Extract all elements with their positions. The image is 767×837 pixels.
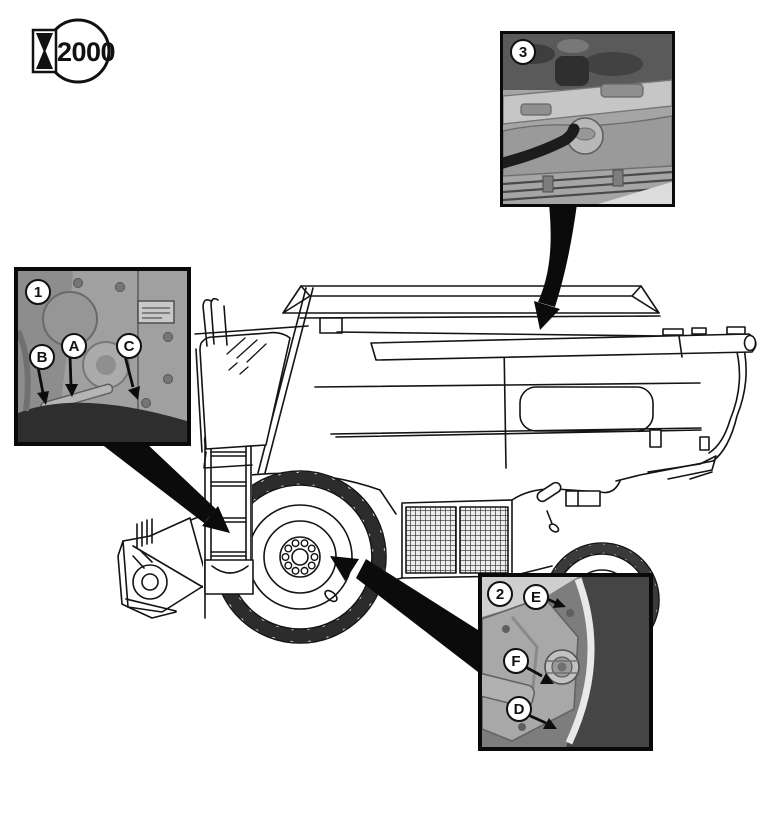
photo-engine-side <box>18 271 187 442</box>
callout-E-badge: E <box>523 584 549 610</box>
callout-D-badge: D <box>506 696 532 722</box>
inset-1-number-badge: 1 <box>25 279 51 305</box>
callout-connector-arrows <box>100 204 577 672</box>
photo-engine-top <box>503 34 672 204</box>
callout-A-badge: A <box>61 333 87 359</box>
model-year-badge: 2000 <box>31 18 116 84</box>
inset-3-number-badge: 3 <box>510 39 536 65</box>
inset-photo-3-engine-top: 3 <box>500 31 675 207</box>
callout-B-badge: B <box>29 344 55 370</box>
inset-photo-2-final-drive: 2 E F D <box>478 573 653 751</box>
inset-2-number-badge: 2 <box>487 581 513 607</box>
callout-C-badge: C <box>116 333 142 359</box>
callout-F-badge: F <box>503 648 529 674</box>
year-text: 2000 <box>57 37 115 67</box>
inset-photo-1-engine-side: 1 A B C <box>14 267 191 446</box>
